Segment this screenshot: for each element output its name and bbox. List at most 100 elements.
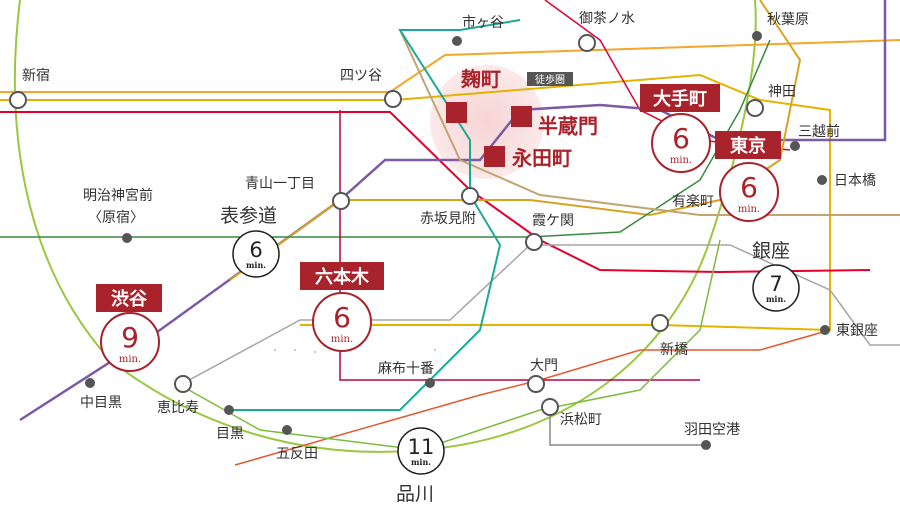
time-circle-shinagawa [397,427,445,475]
station-label-akihabara: 秋葉原 [767,12,809,28]
station-label-nakameguro: 中目黒 [80,395,122,411]
time-minutes-shinagawa: 11 [408,435,435,459]
station-dot-ichigaya[interactable] [452,36,462,46]
dest-box-shibuya[interactable] [96,284,162,312]
hub-label-nagatacho: 永田町 [511,146,572,170]
dest-box-roppongi[interactable] [300,262,384,290]
station-label-hamamatsucho: 浜松町 [560,412,602,428]
station-label-yurakucho: 有楽町 [672,194,714,210]
time-unit-omotesando: min. [246,260,266,270]
dest-time-circle-roppongi [312,292,372,352]
dest-label-tokyo: 東京 [730,135,766,157]
station-label-kanda: 神田 [768,84,796,100]
chuo-line [0,39,900,93]
station-label-shinagawa: 品川 [396,483,434,505]
station-label-omotesando: 表参道 [220,205,277,227]
time-circle-ginza [752,264,800,312]
station-markers [9,31,830,450]
time-unit-shinagawa: min. [411,457,431,467]
time-unit-ginza: min. [766,294,786,304]
station-label-higashiginza: 東銀座 [836,323,878,339]
station-label-ginza: 銀座 [752,240,790,262]
station-label-shinjuku: 新宿 [22,67,50,84]
station-label-meguro: 目黒 [216,426,244,442]
station-ring-yotsuya[interactable] [384,90,402,108]
dest-minutes-tokyo: 6 [740,171,758,204]
station-label-shinbashi: 新橋 [660,342,688,358]
dest-minutes-shibuya: 9 [121,321,139,354]
dest-time-circle-tokyo [719,162,779,222]
hub-label-kojimachi: 麹町 [460,67,501,91]
station-ring-kasumigaseki[interactable] [525,233,543,251]
dest-label-roppongi: 六本木 [315,266,370,288]
faint-dots [273,348,437,354]
station-label-yotsuya: 四ツ谷 [340,68,382,84]
monorail-line [549,408,705,446]
station-ring-shinjuku[interactable] [9,91,27,109]
dest-unit-tokyo: min. [738,204,760,215]
station-dot-meiji[interactable] [122,233,132,243]
station-label-mitsukoshimae: 三越前 [798,123,840,140]
station-labels: 市ヶ谷 御茶ノ水 秋葉原 新宿 四ツ谷 神田 三越前 日本橋 有楽町 青山一丁目… [22,11,878,505]
time-minutes-omotesando: 6 [249,238,262,262]
hub-square-hanzomon[interactable] [511,106,532,127]
station-dot-mitsukoshimae[interactable] [790,141,800,151]
station-label-gotanda: 五反田 [276,446,318,462]
asakusa-line [234,329,831,466]
station-label-kasumigaseki: 霞ケ関 [532,213,574,229]
time-minutes-ginza: 7 [769,272,782,296]
chiyoda-line [0,39,771,238]
station-label-meiji: 明治神宮前 [83,187,153,204]
chuo-rapid-line [0,73,831,332]
station-label-azabujuban: 麻布十番 [378,361,434,377]
time-circle-omotesando [232,230,280,278]
station-dot-meguro[interactable] [224,405,234,415]
station-ring-daimon[interactable] [527,375,545,393]
station-ring-hamamatsucho[interactable] [541,398,559,416]
dest-minutes-roppongi: 6 [333,301,351,334]
ginza-line [229,0,802,281]
station-label-akasakamitsuke: 赤坂見附 [420,211,476,227]
dest-unit-shibuya: min. [119,354,141,365]
dest-unit-roppongi: min. [331,334,353,345]
station-dot-azabujuban[interactable] [425,378,435,388]
station-ring-aoyama[interactable] [332,192,350,210]
station-dot-gotanda[interactable] [282,425,292,435]
station-label-ichigaya: 市ヶ谷 [462,14,504,31]
hub-square-kojimachi[interactable] [446,102,467,123]
hub-label-hanzomon: 半蔵門 [538,114,598,138]
station-label-haneda: 羽田空港 [684,422,740,438]
station-label-daimon: 大門 [530,358,558,374]
dest-label-otemachi: 大手町 [653,88,707,110]
dest-time-circle-otemachi [651,113,711,173]
walk-zone-tag [527,72,573,86]
dest-label-shibuya: 渋谷 [111,288,148,310]
station-label-ebisu: 恵比寿 [157,399,199,416]
station-label-aoyama: 青山一丁目 [245,176,315,192]
walk-zone [430,65,544,179]
station-ring-ebisu[interactable] [174,375,192,393]
station-dot-nihonbashi[interactable] [817,175,827,185]
station-ring-shinbashi[interactable] [651,314,669,332]
station-label-ochanomizu: 御茶ノ水 [579,11,635,27]
oedo-line [339,110,700,381]
station-ring-kanda[interactable] [746,99,764,117]
station-dot-nakameguro[interactable] [85,378,95,388]
station-ring-akasakamitsuke[interactable] [461,187,479,205]
station-ring-ochanomizu[interactable] [578,34,596,52]
station-label-nihonbashi: 日本橋 [834,173,876,189]
station-dot-haneda[interactable] [701,440,711,450]
dest-unit-otemachi: min. [670,155,692,166]
dest-time-circle-shibuya [100,312,160,372]
station-dot-akihabara[interactable] [752,31,762,41]
dest-box-otemachi[interactable] [640,84,720,112]
mita-line [179,239,721,451]
hub-square-nagatacho[interactable] [484,146,505,167]
station-label-harajuku: 〈原宿〉 [88,209,144,226]
walk-zone-label: 徒歩圏 [535,73,565,86]
dest-box-tokyo[interactable] [715,131,781,159]
station-dot-higashiginza[interactable] [820,325,830,335]
dest-minutes-otemachi: 6 [672,122,690,155]
